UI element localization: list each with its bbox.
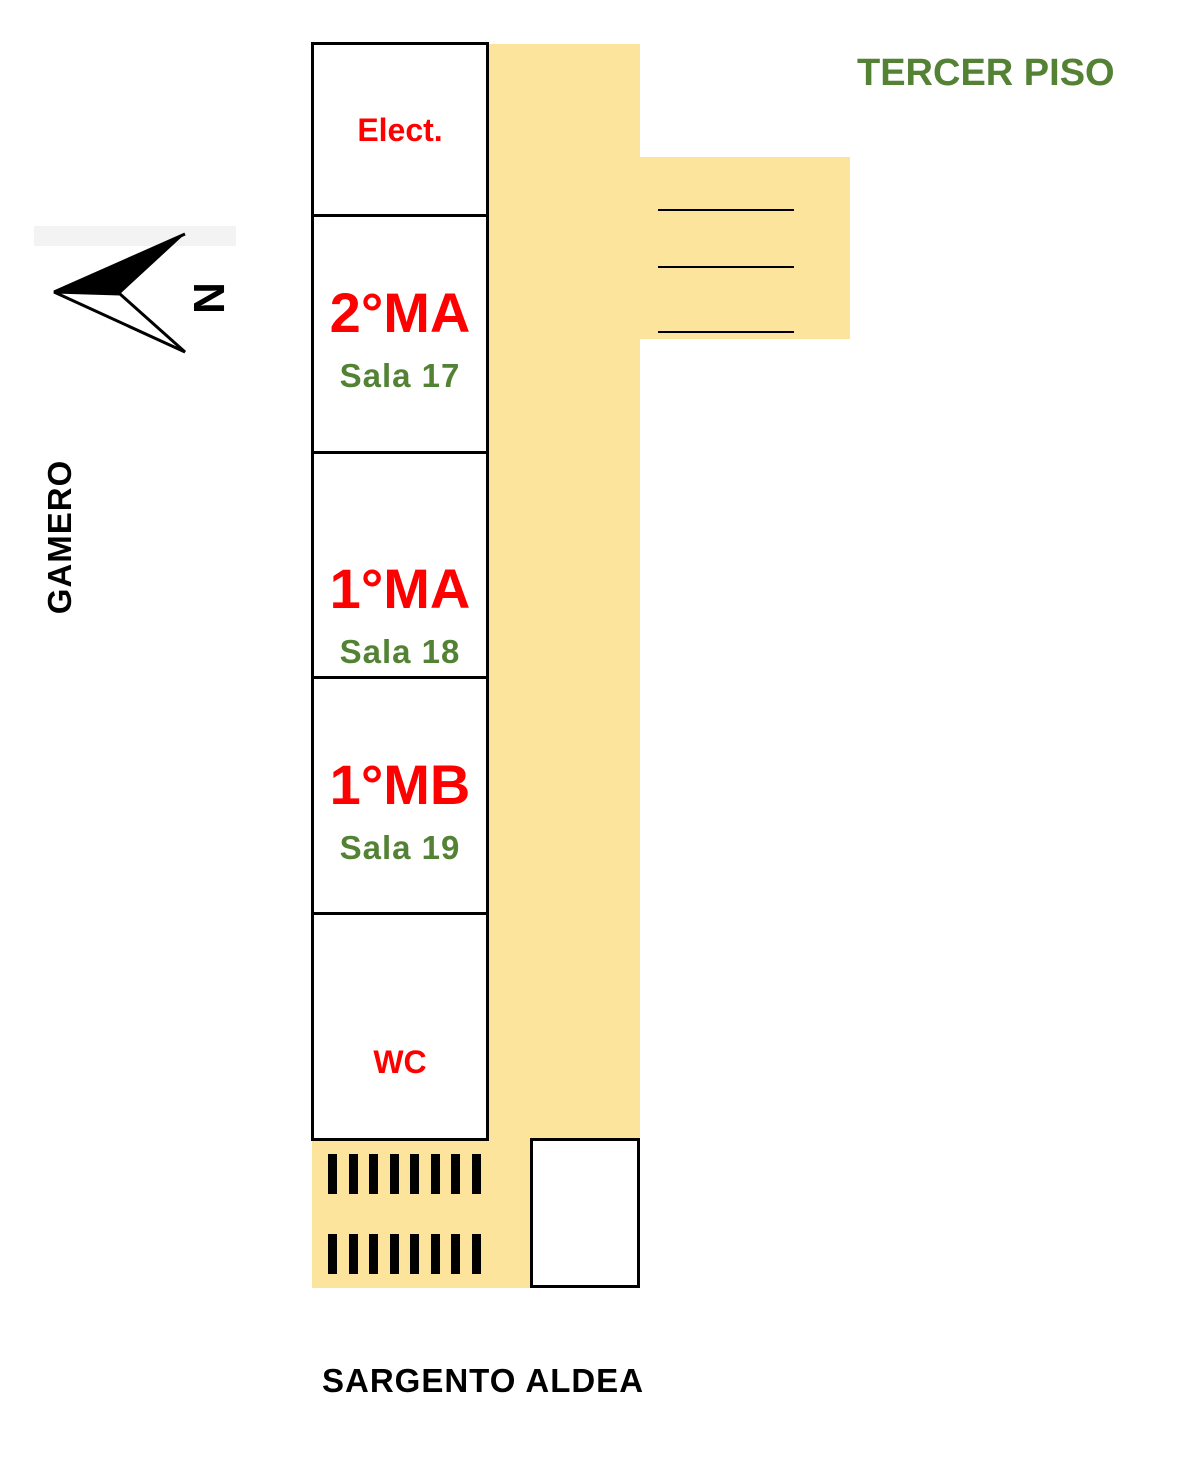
- stair-step: [430, 1234, 440, 1274]
- room-code: 1°MA: [329, 557, 471, 620]
- stair-step: [389, 1154, 399, 1194]
- compass-north-label: N: [184, 282, 233, 314]
- stair-step: [389, 1234, 399, 1274]
- stair-step: [328, 1234, 337, 1274]
- street-label-south: SARGENTO ALDEA: [322, 1362, 645, 1399]
- room-1mb: 1°MB Sala 19: [311, 676, 489, 915]
- floor-title: TERCER PISO: [857, 52, 1115, 94]
- room-sala: Sala 19: [339, 829, 461, 866]
- stair-line: [658, 266, 794, 268]
- hallway-extension: [640, 157, 850, 339]
- stair-step: [451, 1154, 460, 1194]
- stairwell-area: [312, 1138, 532, 1288]
- street-label-west: GAMERO: [41, 459, 78, 615]
- north-arrow-icon: [30, 222, 240, 362]
- stair-step: [369, 1154, 378, 1194]
- hallway: [488, 44, 640, 1140]
- room-code: Elect.: [357, 111, 443, 148]
- stair-line: [658, 331, 794, 333]
- room-2ma: 2°MA Sala 17: [311, 214, 489, 454]
- room-electrical: Elect.: [311, 42, 489, 217]
- stair-step: [348, 1234, 358, 1274]
- stair-step: [369, 1234, 378, 1274]
- stair-step: [348, 1154, 358, 1194]
- room-wc: WC: [311, 912, 489, 1141]
- stair-step: [471, 1234, 481, 1274]
- room-1ma: 1°MA Sala 18: [311, 451, 489, 679]
- stair-step: [451, 1234, 460, 1274]
- elevator-box: [530, 1138, 640, 1288]
- room-sala: Sala 18: [339, 633, 461, 670]
- stair-step: [410, 1154, 419, 1194]
- stair-line: [658, 209, 794, 211]
- stair-step: [328, 1154, 337, 1194]
- room-code: WC: [373, 1043, 427, 1080]
- stair-step: [471, 1154, 481, 1194]
- stair-step: [410, 1234, 419, 1274]
- room-sala: Sala 17: [339, 356, 461, 394]
- stair-step: [430, 1154, 440, 1194]
- room-code: 1°MB: [329, 753, 471, 816]
- room-code: 2°MA: [329, 280, 471, 344]
